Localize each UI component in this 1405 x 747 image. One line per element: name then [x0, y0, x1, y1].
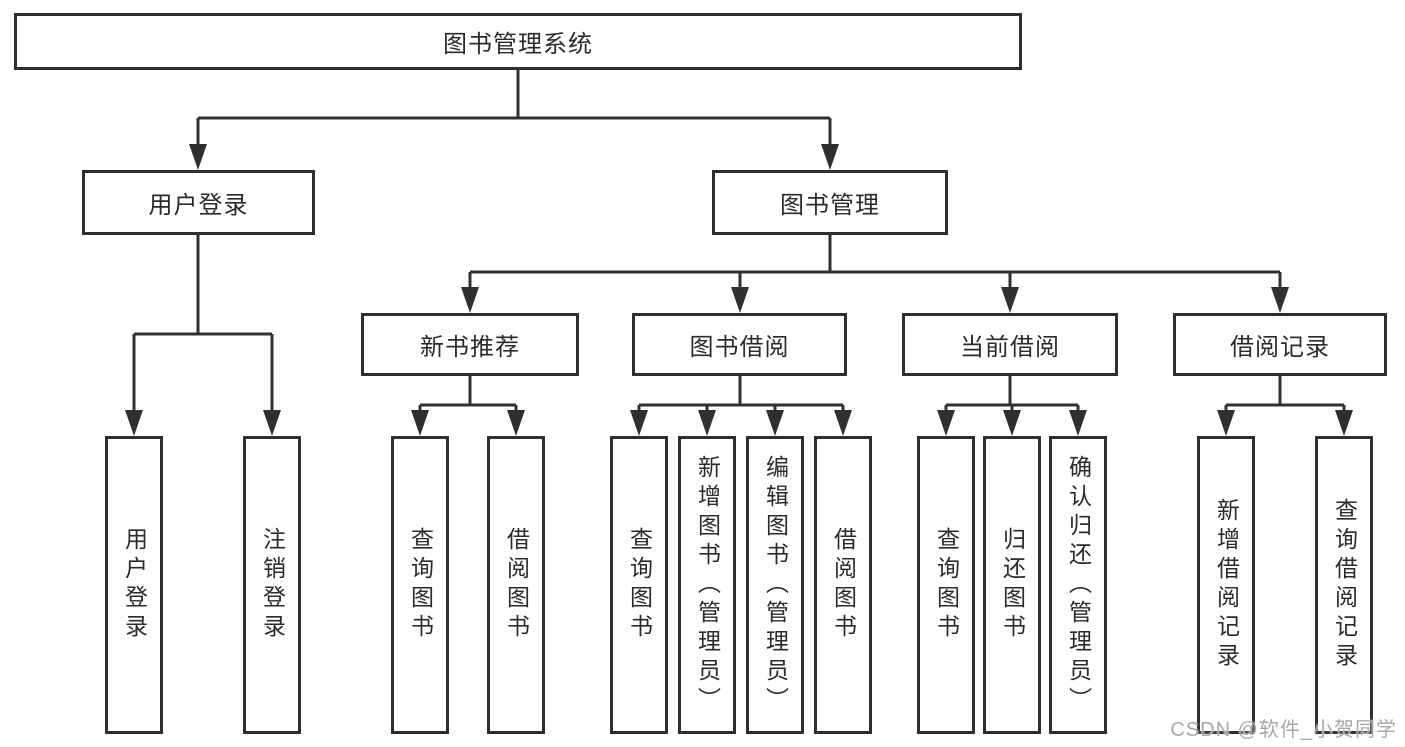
arrow-down-icon: [1335, 410, 1353, 436]
leaf-label: 借阅图书: [503, 527, 530, 643]
leaf-label: 查询图书: [626, 527, 653, 643]
node-book-borrow: 图书借阅: [632, 313, 847, 376]
node-root-system: 图书管理系统: [14, 13, 1022, 70]
leaf-label: 归还图书: [999, 527, 1026, 643]
arrow-down-icon: [1069, 410, 1087, 436]
leaf-label: 用户登录: [121, 527, 148, 643]
arrow-down-icon: [821, 144, 839, 170]
arrow-down-icon: [411, 410, 429, 436]
node-new-book-recommend: 新书推荐: [361, 313, 579, 376]
leaf-label: 编辑图书（管理员）: [762, 454, 789, 716]
leaf-label: 查询图书: [407, 527, 434, 643]
leaf-edit-book-admin: 编辑图书（管理员）: [746, 436, 804, 734]
node-user-login: 用户登录: [82, 170, 315, 235]
node-current-borrow: 当前借阅: [902, 313, 1118, 376]
arrow-down-icon: [1217, 410, 1235, 436]
leaf-label: 新增借阅记录: [1213, 498, 1240, 672]
arrow-down-icon: [698, 410, 716, 436]
leaf-label: 借阅图书: [830, 527, 857, 643]
leaf-label: 确认归还（管理员）: [1065, 454, 1092, 716]
leaf-borrow-books: 借阅图书: [814, 436, 872, 734]
leaf-user-login: 用户登录: [105, 436, 163, 734]
arrow-down-icon: [1271, 287, 1289, 313]
leaf-label: 查询图书: [933, 527, 960, 643]
watermark-csdn: CSDN @软件_小贺同学: [1170, 719, 1397, 741]
leaf-query-books-recommend: 查询图书: [391, 436, 449, 734]
leaf-add-borrow-record: 新增借阅记录: [1197, 436, 1255, 734]
arrow-down-icon: [937, 410, 955, 436]
leaf-label: 查询借阅记录: [1331, 498, 1358, 672]
leaf-query-books-borrow: 查询图书: [610, 436, 668, 734]
leaf-query-books-current: 查询图书: [917, 436, 975, 734]
leaf-query-borrow-record: 查询借阅记录: [1315, 436, 1373, 734]
leaf-return-books: 归还图书: [983, 436, 1041, 734]
leaf-confirm-return-admin: 确认归还（管理员）: [1049, 436, 1107, 734]
leaf-borrow-books-recommend: 借阅图书: [487, 436, 545, 734]
arrow-down-icon: [834, 410, 852, 436]
leaf-logout: 注销登录: [243, 436, 301, 734]
arrow-down-icon: [125, 410, 143, 436]
leaf-label: 注销登录: [259, 527, 286, 643]
leaf-add-book-admin: 新增图书（管理员）: [678, 436, 736, 734]
arrow-down-icon: [1001, 287, 1019, 313]
arrow-down-icon: [189, 144, 207, 170]
leaf-label: 新增图书（管理员）: [694, 454, 721, 716]
node-book-management: 图书管理: [712, 170, 948, 235]
arrow-down-icon: [507, 410, 525, 436]
arrow-down-icon: [766, 410, 784, 436]
arrow-down-icon: [1003, 410, 1021, 436]
arrow-down-icon: [731, 287, 749, 313]
node-borrow-records: 借阅记录: [1173, 313, 1387, 376]
arrow-down-icon: [461, 287, 479, 313]
arrow-down-icon: [630, 410, 648, 436]
arrow-down-icon: [263, 410, 281, 436]
